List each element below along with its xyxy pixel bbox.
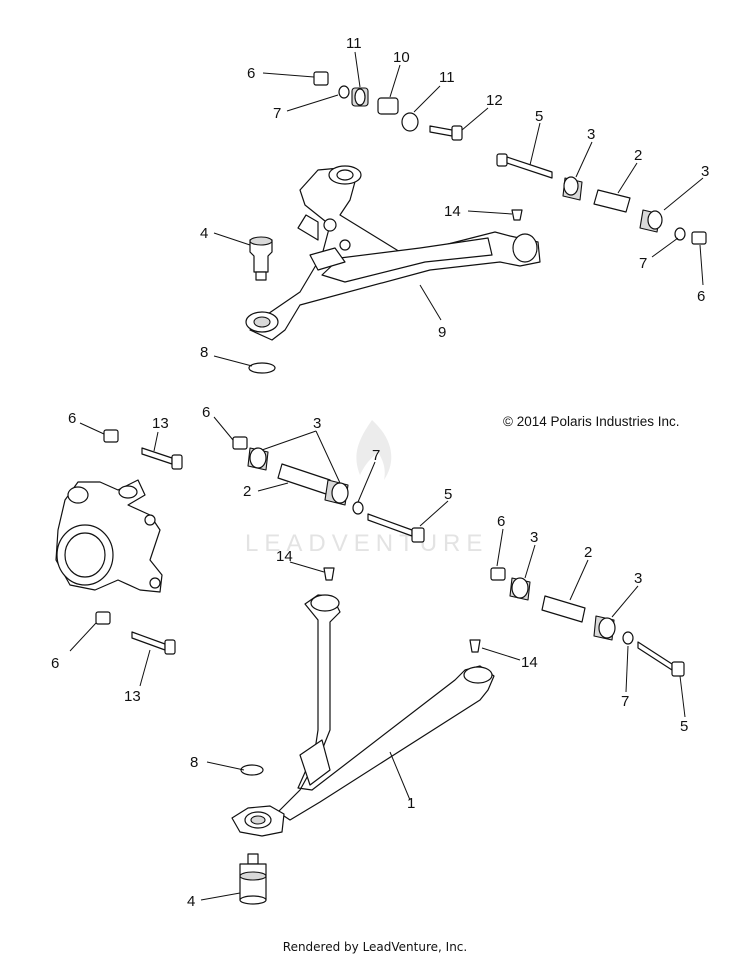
callout-5: 5 [444,486,452,503]
callout-14: 14 [521,654,538,671]
upper-ball-joint [249,236,273,281]
upper-grease-fitting [511,209,523,221]
callout-13: 13 [124,688,141,705]
upper-bushing-hardware [313,71,463,141]
callout-9: 9 [438,324,446,341]
callout-2: 2 [634,147,642,164]
callout-2: 2 [584,544,592,561]
callout-2: 2 [243,483,251,500]
mid-grease-fitting [323,567,335,581]
callout-14: 14 [444,203,461,220]
callout-6: 6 [497,513,505,530]
lower-rear-bushing-hardware [490,567,685,677]
leadventure-watermark: LEADVENTURE [245,420,488,557]
callout-13: 13 [152,415,169,432]
callout-6: 6 [202,404,210,421]
callout-3: 3 [313,415,321,432]
callout-6: 6 [51,655,59,672]
callout-8: 8 [200,344,208,361]
callout-7: 7 [372,447,380,464]
copyright-notice: © 2014 Polaris Industries Inc. [503,414,680,429]
callout-14: 14 [276,548,293,565]
callout-6: 6 [68,410,76,427]
lower-control-arm [231,594,495,837]
callout-3: 3 [587,126,595,143]
callout-5: 5 [680,718,688,735]
callout-numbers: 6 7 11 10 11 12 5 3 2 3 7 6 14 4 9 8 6 1… [51,35,709,910]
callout-7: 7 [621,693,629,710]
callout-4: 4 [200,225,208,242]
callout-3: 3 [634,570,642,587]
lower-ball-joint [239,853,267,905]
lower-circlip [240,764,264,776]
callout-3: 3 [701,163,709,180]
callout-6: 6 [247,65,255,82]
knuckle-hardware [95,429,183,655]
right-grease-fitting [469,639,481,653]
callout-10: 10 [393,49,410,66]
callout-11: 11 [439,69,455,86]
callout-3: 3 [530,529,538,546]
upper-control-arm [245,165,541,341]
callout-4: 4 [187,893,195,910]
callout-6: 6 [697,288,705,305]
callout-12: 12 [486,92,503,109]
callout-7: 7 [639,255,647,272]
footer-credit: Rendered by LeadVenture, Inc. [282,940,468,954]
watermark-text: LEADVENTURE [245,530,488,557]
callout-1: 1 [407,795,415,812]
upper-circlip [248,362,276,374]
callout-leaders [69,51,704,901]
callout-11: 11 [346,35,362,52]
callout-5: 5 [535,108,543,125]
upper-right-hardware [496,153,707,245]
lower-front-bushing-hardware [232,436,425,543]
callout-7: 7 [273,105,281,122]
steering-knuckle [55,479,163,593]
callout-8: 8 [190,754,198,771]
